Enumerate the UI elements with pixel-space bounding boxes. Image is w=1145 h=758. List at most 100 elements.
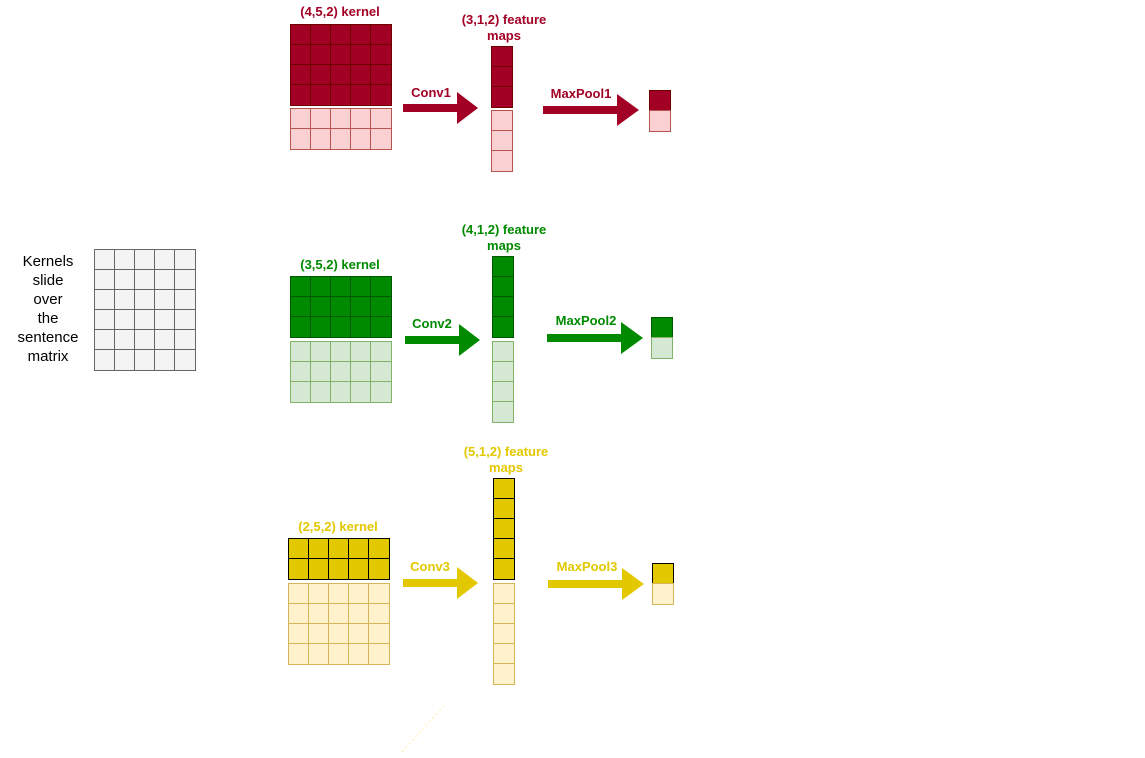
grid-cell	[291, 317, 311, 337]
conv-label: Conv3	[410, 559, 450, 574]
grid-cell	[492, 67, 512, 87]
grid-cell	[291, 25, 311, 45]
feature-map-label-line2: maps	[489, 460, 523, 475]
grid-cell	[331, 382, 351, 402]
grid-cell	[650, 91, 670, 111]
kernel-light-block	[290, 108, 392, 150]
feature-map-label-line1: (4,1,2) feature	[461, 222, 547, 237]
grid-cell	[155, 290, 175, 310]
grid-cell	[135, 330, 155, 350]
grid-cell	[331, 362, 351, 382]
grid-cell	[493, 362, 513, 382]
feature-map-label-line2: maps	[487, 238, 521, 253]
grid-cell	[331, 65, 351, 85]
grid-cell	[494, 559, 514, 579]
grid-cell	[291, 297, 311, 317]
grid-cell	[351, 65, 371, 85]
grid-cell	[289, 559, 309, 579]
grid-cell	[494, 479, 514, 499]
kernel-dark-block	[288, 538, 390, 580]
pool-label: MaxPool3	[556, 559, 618, 574]
grid-cell	[311, 362, 331, 382]
grid-cell	[155, 270, 175, 290]
grid-cell	[331, 342, 351, 362]
grid-cell	[371, 25, 391, 45]
grid-cell	[155, 350, 175, 370]
grid-cell	[349, 584, 369, 604]
dotted-connector-line	[399, 705, 445, 755]
grid-cell	[291, 65, 311, 85]
grid-cell	[291, 277, 311, 297]
grid-cell	[135, 350, 155, 370]
grid-cell	[329, 559, 349, 579]
grid-cell	[494, 519, 514, 539]
grid-cell	[309, 644, 329, 664]
grid-cell	[494, 624, 514, 644]
feature-map-light	[491, 110, 513, 172]
grid-cell	[95, 290, 115, 310]
grid-cell	[311, 382, 331, 402]
kernel-label: (4,5,2) kernel	[300, 4, 380, 19]
grid-cell	[175, 310, 195, 330]
grid-cell	[492, 87, 512, 107]
grid-cell	[369, 624, 389, 644]
grid-cell	[351, 362, 371, 382]
grid-cell	[329, 644, 349, 664]
grid-cell	[351, 317, 371, 337]
kernel-dark-block	[290, 276, 392, 338]
grid-cell	[493, 382, 513, 402]
side-note: Kernels slide over the sentence matrix	[17, 253, 79, 365]
grid-cell	[652, 318, 672, 338]
grid-cell	[351, 25, 371, 45]
feature-map-light	[492, 341, 514, 423]
grid-cell	[371, 317, 391, 337]
grid-cell	[311, 45, 331, 65]
grid-cell	[369, 539, 389, 559]
pool-arrow	[543, 94, 639, 126]
conv-arrow	[405, 324, 480, 356]
grid-cell	[331, 129, 351, 149]
grid-cell	[351, 129, 371, 149]
grid-cell	[311, 317, 331, 337]
pool-label: MaxPool2	[555, 313, 617, 328]
grid-cell	[494, 644, 514, 664]
grid-cell	[650, 111, 670, 131]
grid-cell	[492, 131, 512, 151]
grid-cell	[351, 342, 371, 362]
grid-cell	[331, 277, 351, 297]
grid-cell	[289, 624, 309, 644]
grid-cell	[369, 644, 389, 664]
grid-cell	[311, 25, 331, 45]
pooled-output-light	[649, 110, 671, 132]
kernel-label: (3,5,2) kernel	[300, 257, 380, 272]
grid-cell	[291, 85, 311, 105]
grid-cell	[291, 342, 311, 362]
grid-cell	[95, 330, 115, 350]
grid-cell	[309, 559, 329, 579]
pooled-output-dark	[649, 90, 671, 112]
grid-cell	[155, 330, 175, 350]
grid-cell	[115, 350, 135, 370]
grid-cell	[291, 129, 311, 149]
kernel-light-block	[288, 583, 390, 665]
grid-cell	[493, 342, 513, 362]
grid-cell	[95, 250, 115, 270]
grid-cell	[349, 559, 369, 579]
grid-cell	[371, 85, 391, 105]
conv-arrow	[403, 567, 478, 599]
grid-cell	[175, 330, 195, 350]
grid-cell	[289, 539, 309, 559]
grid-cell	[309, 604, 329, 624]
grid-cell	[492, 47, 512, 67]
grid-cell	[351, 277, 371, 297]
kernel-dark-block	[290, 24, 392, 106]
grid-cell	[371, 297, 391, 317]
grid-cell	[351, 85, 371, 105]
grid-cell	[135, 270, 155, 290]
grid-cell	[349, 644, 369, 664]
grid-cell	[135, 290, 155, 310]
grid-cell	[115, 330, 135, 350]
grid-cell	[653, 584, 673, 604]
grid-cell	[311, 109, 331, 129]
feature-map-dark	[493, 478, 515, 580]
